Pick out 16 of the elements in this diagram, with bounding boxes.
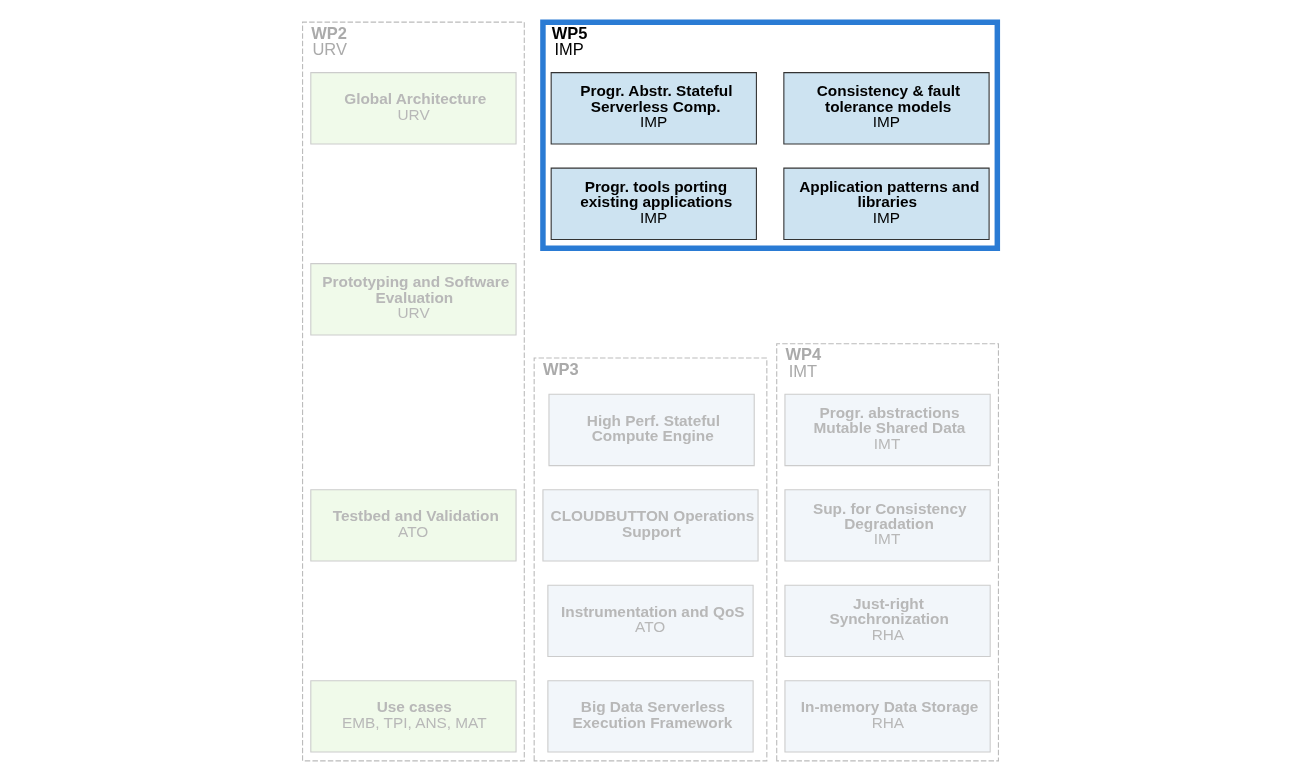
node-box: High Perf. Stateful Compute Engine bbox=[547, 393, 755, 466]
node-box: In-memory Data Storage RHA bbox=[783, 679, 991, 753]
node-box: Just-right Synchronization RHA bbox=[783, 584, 991, 657]
node-box: Progr. abstractions Mutable Shared Data IMT bbox=[783, 393, 991, 466]
node-box: Big Data Serverless Execution Framework bbox=[546, 679, 754, 753]
node-box: Progr. Abstr. Stateful Serverless Comp. IMP bbox=[550, 71, 757, 145]
node-box: CLOUDBUTTON Operations Support bbox=[541, 488, 759, 562]
node-box: Use cases EMB, TPI, ANS, MAT bbox=[309, 679, 517, 753]
node-box: Sup. for Consistency Degradation IMT bbox=[783, 488, 991, 562]
node-box: Progr. tools porting existing applications IMP bbox=[550, 167, 757, 240]
node-box: Testbed and Validation ATO bbox=[309, 488, 517, 562]
node-box: Application patterns and libraries IMP bbox=[782, 167, 990, 240]
node-box: Global Architecture URV bbox=[309, 71, 517, 145]
node-box: Consistency & fault tolerance models IMP bbox=[782, 71, 990, 145]
node-box: Prototyping and Software Evaluation URV bbox=[309, 262, 517, 336]
node-box: Instrumentation and QoS ATO bbox=[546, 584, 754, 657]
